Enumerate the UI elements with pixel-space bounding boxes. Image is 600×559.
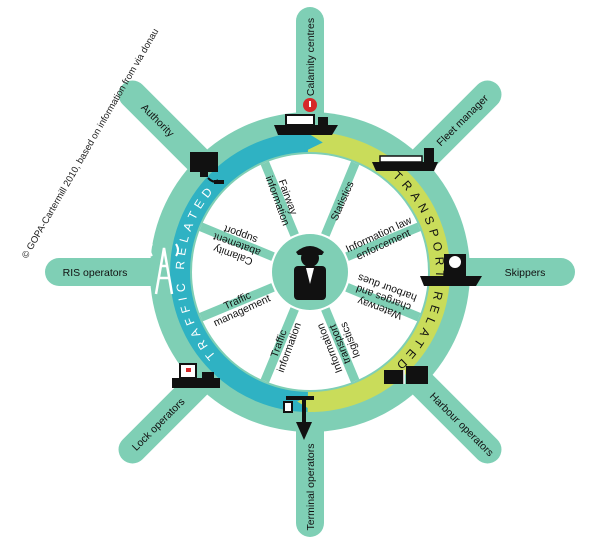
handle-label: Calamity centres xyxy=(305,18,317,96)
handle-label: Terminal operators xyxy=(305,444,317,531)
radio-tower-icon xyxy=(149,243,179,295)
ship-alert-icon xyxy=(274,98,338,135)
ring-traffic-related xyxy=(170,132,308,412)
spoke-divider xyxy=(260,307,299,383)
spoke-divider xyxy=(345,283,421,322)
cargo-ship-icon xyxy=(372,148,438,171)
spoke-divider xyxy=(199,222,275,261)
computer-icon xyxy=(190,152,224,184)
handle-label: RIS operators xyxy=(63,267,128,279)
container-icon xyxy=(384,366,428,384)
spoke-divider xyxy=(321,307,360,383)
spoke-divider xyxy=(260,161,299,237)
handle-label: Harbour operators xyxy=(427,390,496,459)
crane-icon xyxy=(283,396,314,440)
skipper-ship-icon xyxy=(420,254,482,286)
spoke-divider xyxy=(345,222,421,261)
captain-icon xyxy=(294,246,326,300)
ring-arrow-top xyxy=(304,131,323,152)
spoke-divider xyxy=(321,161,360,237)
lock-building-icon xyxy=(172,363,220,388)
handle-label: Skippers xyxy=(505,267,546,279)
spoke-divider xyxy=(199,283,275,322)
ring-transport-related xyxy=(307,132,451,412)
